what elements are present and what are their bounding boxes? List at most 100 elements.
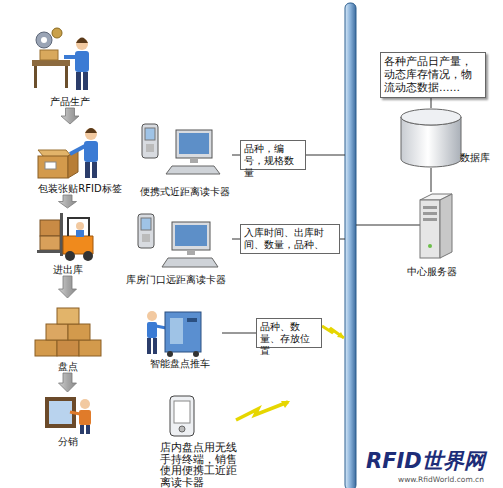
- data-box: 各种产品日产量，动态库存情况，物流动态数据……: [380, 52, 486, 98]
- handheld-terminal-illustration-part: [174, 401, 190, 423]
- inventory-cart-illustration-part: [147, 311, 157, 321]
- network-bus: [345, 3, 356, 488]
- stage-caption: 盘点: [30, 361, 105, 373]
- connector-stroke: [222, 333, 256, 334]
- inventory-cart-illustration-part: [165, 312, 201, 352]
- data-text: 品种、数量、存放位置: [257, 319, 321, 359]
- portable-reader-illustration-part: [145, 128, 155, 140]
- wireless-bolt-part: [236, 402, 288, 420]
- production-illustration-part: [40, 50, 58, 60]
- flow-arrow: [59, 195, 77, 208]
- connector-line: [232, 239, 240, 240]
- server-illustration-part: [423, 206, 437, 209]
- stock-boxes-illustration-part: [35, 340, 57, 356]
- production-illustration-part: [34, 66, 37, 88]
- server-illustration-part: [423, 212, 437, 215]
- distribution-illustration: [45, 397, 91, 434]
- production-illustration-part: [64, 55, 77, 59]
- network-bus-part: [345, 3, 356, 488]
- server-illustration-part: [440, 194, 452, 258]
- packaging-illustration-part: [85, 162, 90, 178]
- forklift-illustration-part: [68, 218, 89, 236]
- watermark-logo: RFID世界网: [366, 450, 485, 473]
- stage-caption: 产品生产: [25, 96, 115, 108]
- door-reader-illustration-part: [141, 218, 151, 230]
- reader-device: 库房门口远距离读卡器: [120, 208, 232, 286]
- production-illustration-part: [65, 66, 68, 88]
- inventory-cart-illustration-part: [193, 351, 199, 357]
- stock-boxes-illustration-part: [57, 340, 79, 356]
- packaging-illustration-part: [45, 162, 56, 169]
- distribution-illustration-part: [80, 399, 90, 409]
- connector-line: [232, 155, 240, 156]
- distribution-illustration-part: [49, 401, 72, 424]
- door-reader-illustration-part: [187, 250, 195, 255]
- server-illustration-part: [428, 244, 432, 248]
- flow-arrow: [59, 373, 77, 392]
- inventory-cart-illustration-part: [167, 351, 173, 357]
- database-label: 数据库: [460, 152, 490, 164]
- reader-device: 智能盘点推车: [138, 306, 222, 370]
- door-reader-illustration-part: [138, 214, 154, 248]
- packaging-illustration-part: [85, 128, 97, 133]
- production-illustration-part: [83, 72, 88, 90]
- packaging-illustration-part: [70, 146, 85, 154]
- forklift-illustration: [37, 213, 93, 261]
- process-stage: 分销: [35, 392, 100, 448]
- portable-reader-illustration: [142, 124, 220, 174]
- inventory-cart-illustration-part: [153, 338, 157, 354]
- data-text: 各种产品日产量，动态库存情况，物流动态数据……: [381, 53, 485, 96]
- forklift-illustration-part: [37, 250, 63, 253]
- portable-reader-illustration-part: [142, 124, 158, 158]
- bus-wire-part: [306, 155, 345, 156]
- server-illustration-part: [423, 218, 437, 221]
- door-reader-illustration: [138, 214, 218, 267]
- distribution-illustration-part: [86, 425, 90, 434]
- production-illustration-part: [32, 60, 70, 66]
- flow-arrow-shape: [59, 276, 77, 298]
- forklift-illustration-part: [40, 220, 60, 236]
- data-text: 入库时间、出库时间、数量，品种、: [241, 225, 339, 253]
- wireless-bolt-part: [337, 332, 344, 338]
- packaging-illustration-part: [84, 141, 98, 162]
- handheld-terminal-illustration: [170, 396, 194, 436]
- data-box: 品种、数量、存放位置: [256, 318, 322, 348]
- forklift-illustration-part: [83, 251, 93, 261]
- production-illustration-part: [75, 51, 89, 72]
- portable-reader-illustration-part: [179, 133, 209, 154]
- inventory-cart-illustration-part: [147, 322, 157, 338]
- data-box: 入库时间、出库时间、数量，品种、: [240, 224, 340, 254]
- process-stage: 产品生产: [25, 28, 115, 108]
- inventory-cart-illustration-part: [187, 318, 197, 322]
- stage-caption: 分销: [35, 436, 100, 448]
- forklift-illustration-part: [40, 236, 60, 250]
- stock-boxes-illustration-part: [68, 324, 90, 340]
- packaging-illustration-part: [38, 156, 68, 178]
- door-reader-illustration-part: [142, 234, 150, 242]
- packaging-illustration-part: [85, 128, 97, 140]
- forklift-illustration-part: [76, 222, 84, 230]
- forklift-illustration-part: [65, 251, 75, 261]
- inventory-cart-illustration: [147, 311, 201, 357]
- door-reader-illustration-part: [162, 258, 218, 267]
- process-stage: 包装张贴RFID标签: [14, 124, 146, 195]
- database-cylinder: 数据库: [400, 108, 462, 168]
- reader-device: 便携式近距离读卡器: [138, 118, 232, 198]
- wireless-bolt-part: [322, 326, 344, 338]
- flow-arrow: [59, 276, 77, 298]
- flow-arrow-shape: [59, 195, 77, 208]
- handheld-terminal-illustration-part: [170, 396, 194, 436]
- production-illustration-part: [76, 38, 88, 50]
- production-illustration-part: [36, 32, 52, 48]
- bus-wire-part: [356, 225, 420, 226]
- device-caption: 店内盘点用无线手持终端，销售使用便携工近距离读卡器: [160, 442, 240, 488]
- watermark-url: www.RfidWorld.com.cn: [398, 476, 484, 484]
- stage-caption: 包装张贴RFID标签: [14, 183, 146, 195]
- portable-reader-illustration-part: [176, 130, 212, 158]
- stock-boxes-illustration-part: [57, 308, 79, 324]
- wireless-bolt-part: [281, 401, 290, 408]
- door-reader-illustration-part: [175, 225, 207, 246]
- bus-wire-part: [340, 239, 345, 240]
- process-stage: 进出库: [30, 208, 105, 276]
